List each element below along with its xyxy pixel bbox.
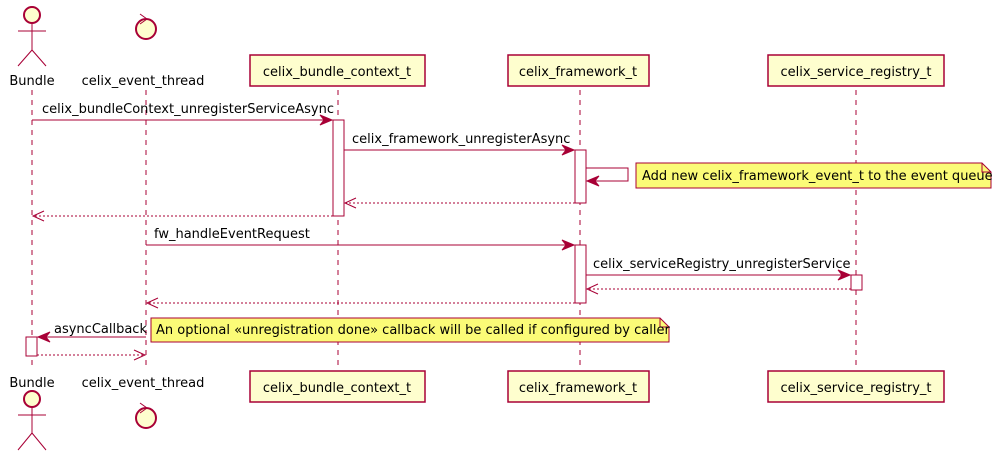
participant-box-service-registry-top [767, 54, 945, 87]
participant-bundle-context-top: celix_bundle_context_t [263, 65, 411, 80]
message-m2: celix_framework_unregisterAsync [352, 132, 570, 147]
activation-framework-1 [574, 149, 587, 204]
arrowhead-m3 [561, 239, 576, 251]
participant-box-bundle-context-bottom [249, 370, 426, 403]
participant-service-registry-bottom: celix_service_registry_t [780, 381, 931, 396]
arrow-self [586, 167, 629, 182]
arrowhead-self [585, 175, 600, 187]
participant-service-registry-top: celix_service_registry_t [780, 65, 931, 80]
note-box-2 [150, 317, 670, 343]
participant-framework-bottom: celix_framework_t [519, 381, 637, 396]
note-1: Add new celix_framework_event_t to the e… [642, 169, 993, 184]
activation-service-registry [850, 274, 863, 291]
participant-bundle-context-bottom: celix_bundle_context_t [263, 381, 411, 396]
actor-icon [17, 6, 47, 67]
control-icon [135, 13, 157, 40]
message-m1: celix_bundleContext_unregisterServiceAsy… [42, 102, 334, 117]
activation-bundle [25, 336, 38, 357]
participant-event-thread-top: celix_event_thread [82, 74, 205, 89]
participant-bundle-bottom: Bundle [9, 376, 54, 391]
message-m5: asyncCallback [54, 322, 147, 337]
note-box-1 [635, 162, 992, 189]
message-m4: celix_serviceRegistry_unregisterService [593, 257, 851, 272]
arrowhead-m2 [561, 144, 576, 156]
participant-box-framework-bottom [507, 370, 650, 403]
activation-bundle-context [332, 119, 345, 217]
activation-framework-2 [574, 244, 587, 304]
participant-box-bundle-context-top [249, 54, 426, 87]
arrowhead-m1 [319, 114, 334, 126]
participant-box-service-registry-bottom [767, 370, 945, 403]
participant-framework-top: celix_framework_t [519, 65, 637, 80]
note-2: An optional «unregistration done» callba… [156, 323, 670, 338]
participant-event-thread-bottom: celix_event_thread [82, 376, 205, 391]
arrowhead-m5 [36, 331, 51, 343]
participant-box-framework-top [507, 54, 650, 87]
control-icon [135, 402, 157, 429]
arrowhead-m4 [837, 269, 852, 281]
participant-bundle-top: Bundle [9, 74, 54, 89]
actor-icon [17, 390, 47, 451]
message-m3: fw_handleEventRequest [154, 227, 310, 242]
